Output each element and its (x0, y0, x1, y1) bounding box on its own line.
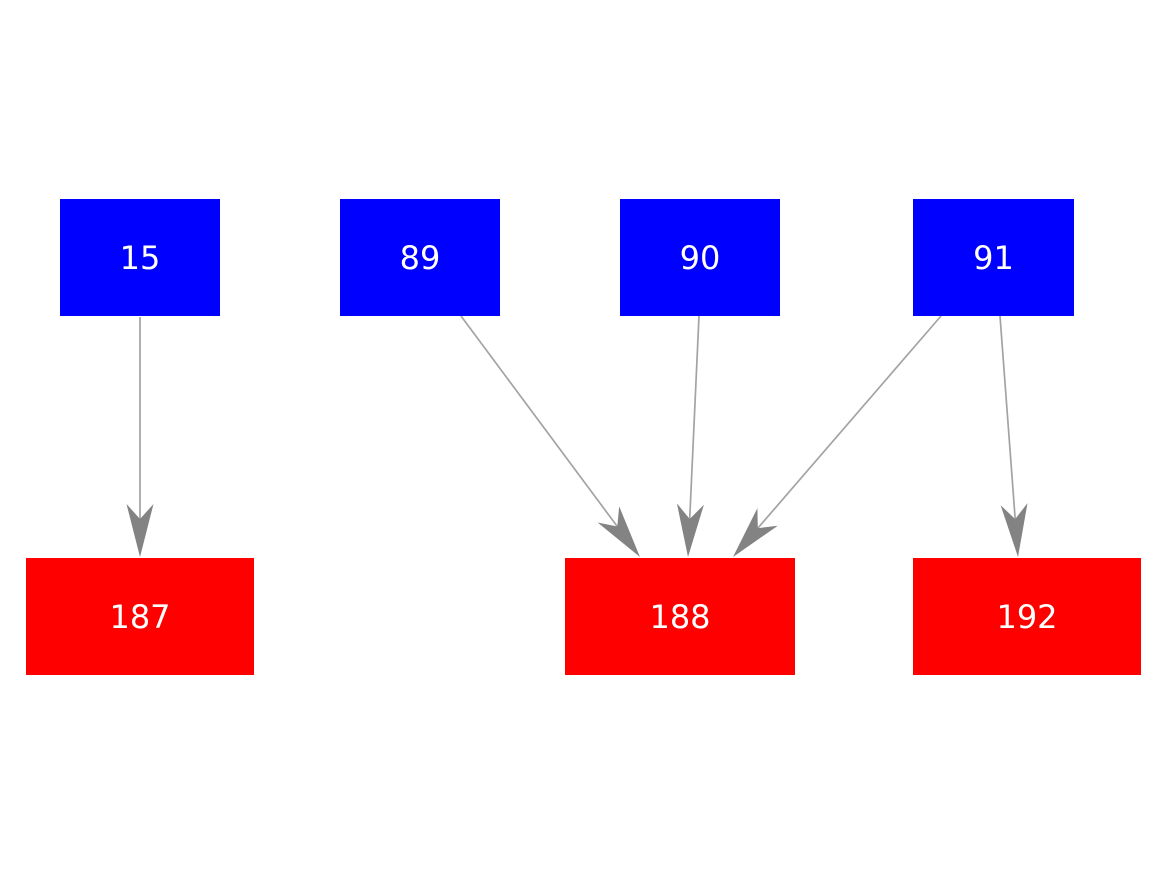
arrowhead-icon-15-187 (126, 504, 154, 557)
edge-line-91-192 (999, 315, 1017, 520)
graph-node-91: 91 (913, 199, 1074, 316)
node-label: 90 (679, 238, 721, 277)
node-label: 187 (109, 597, 171, 636)
arrowhead-icon-90-188 (676, 503, 704, 557)
arrowhead-icon-89-188 (597, 506, 640, 557)
edge-line-89-188 (460, 315, 618, 528)
edge-line-91-188 (757, 315, 942, 529)
node-label: 188 (649, 597, 711, 636)
arrowhead-icon-91-192 (1000, 503, 1028, 557)
node-label: 89 (399, 238, 441, 277)
edge-line-90-188 (688, 315, 700, 520)
arrowhead-icon-91-188 (733, 508, 778, 557)
graph-node-192: 192 (913, 558, 1141, 675)
node-label: 15 (119, 238, 161, 277)
graph-node-89: 89 (340, 199, 500, 316)
graph-node-90: 90 (620, 199, 780, 316)
node-label: 192 (996, 597, 1058, 636)
node-label: 91 (973, 238, 1014, 277)
graph-node-15: 15 (60, 199, 220, 316)
graph-node-187: 187 (26, 558, 254, 675)
graph-node-188: 188 (565, 558, 795, 675)
